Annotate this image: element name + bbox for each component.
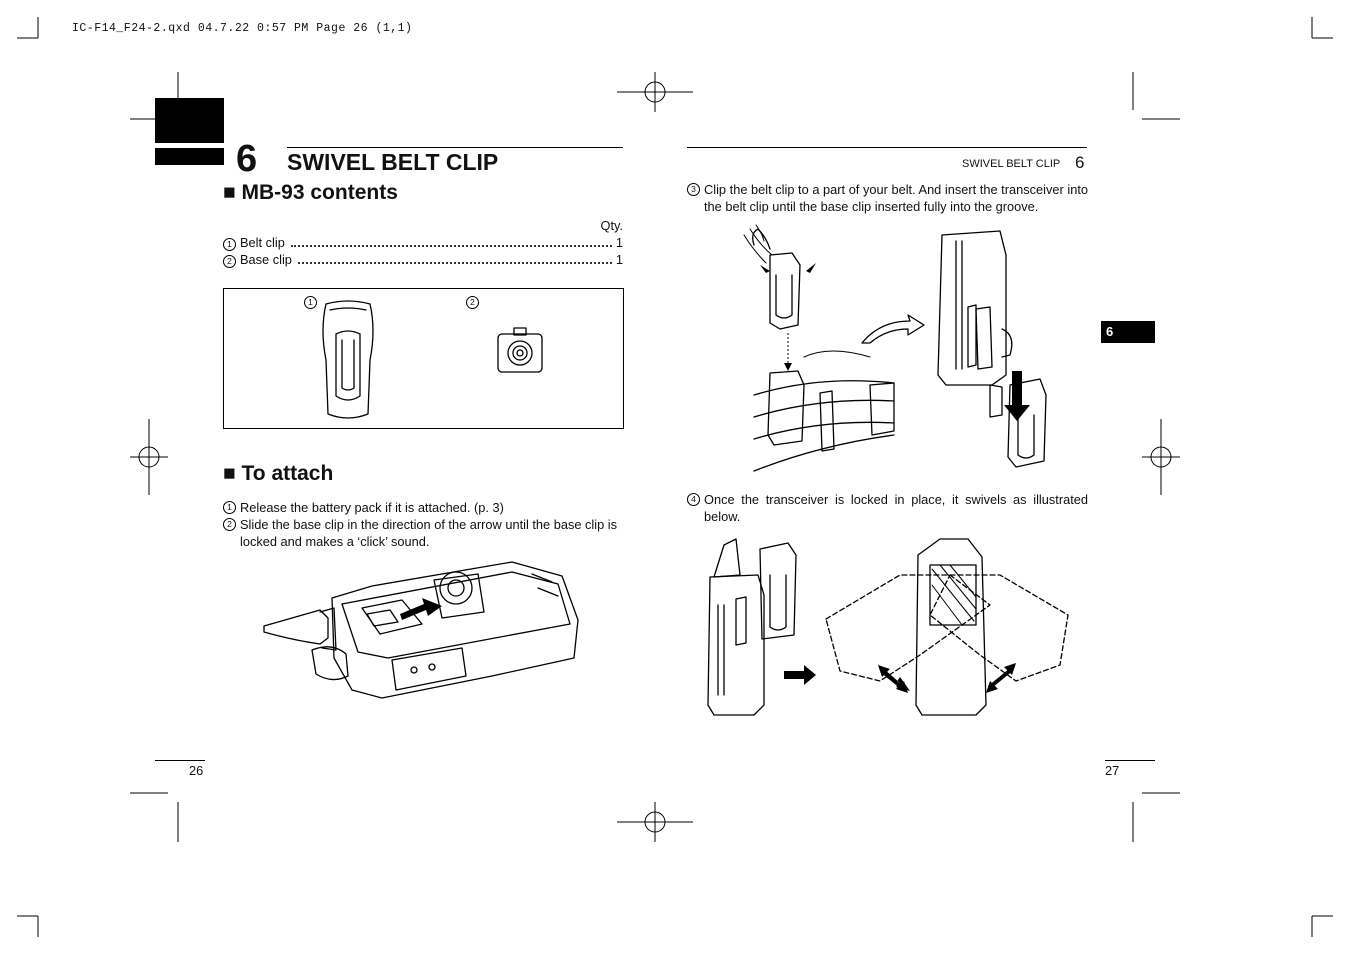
step-marker: 3 [687,183,700,196]
base-clip-illustration [497,327,543,373]
item-marker: 2 [223,255,236,268]
step-marker: 4 [687,493,700,506]
step-item: 4 Once the transceiver is locked in plac… [687,491,1088,525]
contents-heading: ■ MB-93 contents [223,181,398,204]
figure-marker: 2 [466,296,479,309]
chapter-number: 6 [236,138,258,180]
footer-rule [1105,760,1155,761]
side-tab: 6 [1101,321,1155,343]
chapter-tab-block [155,98,224,143]
item-label: Belt clip [240,235,285,250]
contents-figure-box [223,288,624,429]
leader-dots [290,245,612,247]
chapter-rule [287,147,623,148]
transceiver-base-clip-illustration [263,561,579,699]
step-text: Once the transceiver is locked in place,… [704,492,1088,524]
belt-clip-illustration [322,300,374,419]
running-header: SWIVEL BELT CLIP [962,158,1061,170]
belt-attach-illustration [743,224,1047,472]
qty-label: Qty. [600,218,623,233]
step-text: Slide the base clip in the direction of … [240,517,618,549]
attach-heading: ■ To attach [223,462,334,485]
item-qty: 1 [615,252,623,267]
item-label: Base clip [240,252,292,267]
footer-rule [155,760,205,761]
chapter-tab-bar [155,148,224,165]
item-qty: 1 [615,235,623,250]
list-item: 2 Base clip 1 [223,251,623,268]
running-number: 6 [1075,153,1085,172]
step-text: Clip the belt clip to a part of your bel… [704,182,1088,214]
page-number: 26 [189,763,204,778]
leader-dots [297,262,612,264]
contents-list: 1 Belt clip 1 2 Base clip 1 [223,234,623,268]
figure-marker: 1 [304,296,317,309]
step-item: 2 Slide the base clip in the direction o… [223,516,624,550]
running-header-rule [687,147,1087,148]
list-item: 1 Belt clip 1 [223,234,623,251]
item-marker: 1 [223,238,236,251]
step-item: 3 Clip the belt clip to a part of your b… [687,181,1088,215]
step-marker: 2 [223,518,236,531]
swivel-illustration [707,538,1069,716]
chapter-title: SWIVEL BELT CLIP [287,149,499,175]
attach-steps: 1 Release the battery pack if it is atta… [223,499,624,550]
step-text: Release the battery pack if it is attach… [240,500,504,515]
step-item: 1 Release the battery pack if it is atta… [223,499,624,516]
step-marker: 1 [223,501,236,514]
page-number: 27 [1105,763,1120,778]
file-info-header: IC-F14_F24-2.qxd 04.7.22 0:57 PM Page 26… [72,22,413,35]
